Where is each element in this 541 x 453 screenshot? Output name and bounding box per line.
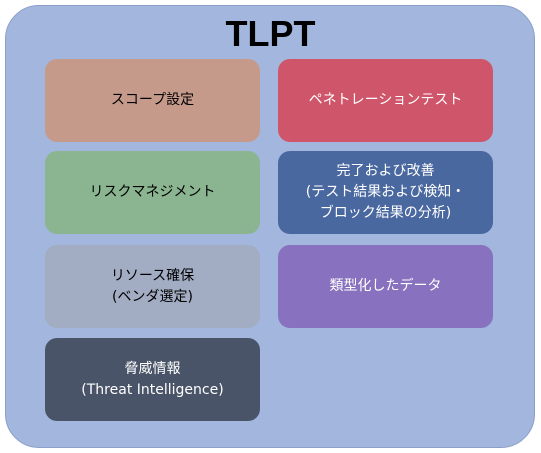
box-penetration-test: ペネトレーションテスト xyxy=(278,59,493,142)
box-threat-intelligence: 脅威情報 (Threat Intelligence) xyxy=(45,338,260,421)
box-scope-setting: スコープ設定 xyxy=(45,59,260,142)
box-risk-management: リスクマネジメント xyxy=(45,151,260,234)
box-resource-allocation: リソース確保 (ベンダ選定) xyxy=(45,245,260,328)
diagram-title: TLPT xyxy=(225,13,316,54)
box-categorized-data: 類型化したデータ xyxy=(278,245,493,328)
box-completion-improvement: 完了および改善 (テスト結果および検知・ ブロック結果の分析) xyxy=(278,151,493,234)
